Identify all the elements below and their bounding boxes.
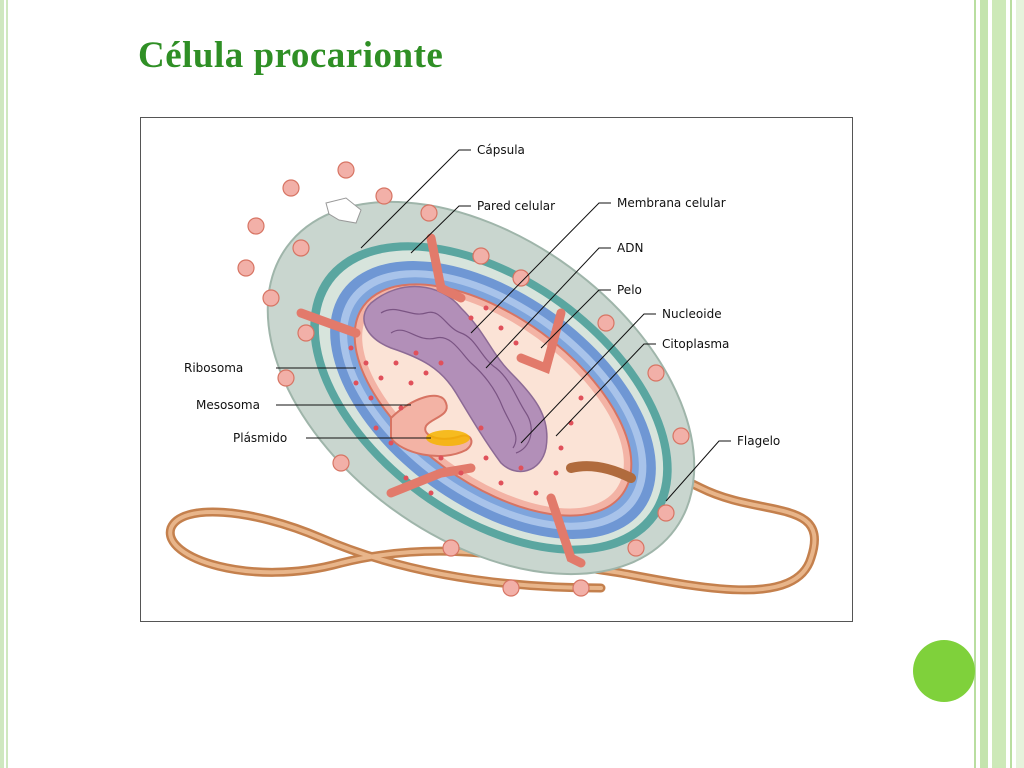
left-border-stripe [0, 0, 4, 768]
pili [237, 161, 690, 597]
label-membrana-celular: Membrana celular [617, 196, 726, 210]
right-decorative-border [974, 0, 1024, 768]
slide-title: Célula procarionte [138, 35, 444, 76]
dna-strand [380, 308, 532, 454]
left-border-stripe [6, 0, 8, 768]
label-mesosoma: Mesosoma [196, 398, 260, 412]
label-capsula: Cápsula [477, 143, 525, 157]
label-citoplasma: Citoplasma [662, 337, 729, 351]
label-pared-celular: Pared celular [477, 199, 555, 213]
right-border-stripe [1016, 0, 1024, 768]
right-border-stripe [992, 0, 1006, 768]
leader-lines [276, 149, 731, 502]
label-adn: ADN [617, 241, 643, 255]
flagellum-base [566, 461, 636, 483]
plasmid-shape [426, 430, 470, 446]
label-pelo: Pelo [617, 283, 642, 297]
accent-circle [913, 640, 975, 702]
membrane-fold [546, 493, 586, 568]
label-ribosoma: Ribosoma [184, 361, 243, 375]
dna-strand [390, 329, 517, 449]
membrane-fold [386, 463, 476, 498]
diagram-canvas: Cápsula Pared celular Membrana celular A… [165, 143, 819, 597]
right-border-stripe [980, 0, 988, 768]
prokaryotic-cell-diagram: Cápsula Pared celular Membrana celular A… [140, 117, 853, 622]
label-flagelo: Flagelo [737, 434, 780, 448]
ribosomes [348, 305, 584, 496]
capsule-highlight [325, 197, 362, 224]
right-border-stripe [1010, 0, 1012, 768]
left-decorative-border [0, 0, 10, 768]
label-plasmido: Plásmido [233, 431, 287, 445]
membrane-fold [516, 308, 566, 375]
membrane-fold [426, 233, 466, 303]
membrane-fold [296, 308, 361, 338]
label-nucleoide: Nucleoide [662, 307, 722, 321]
right-border-stripe [974, 0, 976, 768]
